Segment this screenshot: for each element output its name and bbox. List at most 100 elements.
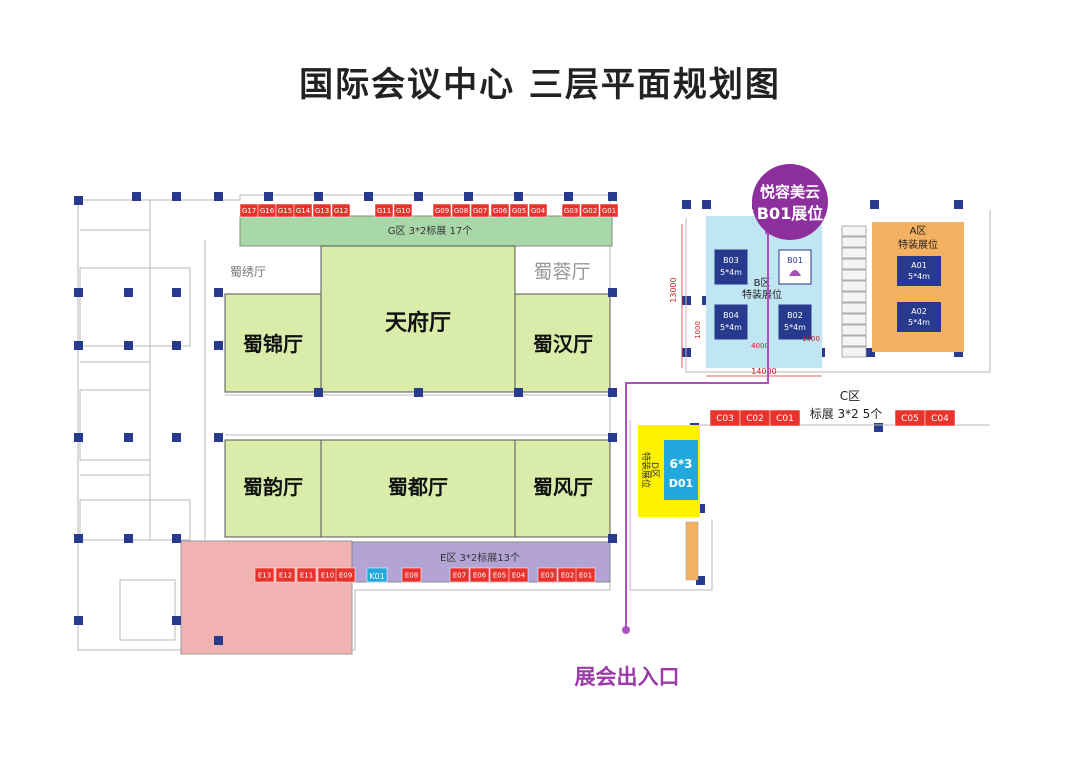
booth-c02-label: C02	[746, 414, 764, 424]
booth-e07[interactable]	[449, 567, 470, 583]
column-icon	[954, 200, 963, 209]
booth-e04-label: E04	[512, 572, 526, 580]
hall-shuyun[interactable]	[224, 439, 322, 538]
booth-e11[interactable]	[296, 567, 317, 583]
column-icon	[608, 192, 617, 201]
booth-e07-label: E07	[453, 572, 466, 580]
booth-g16-label: G16	[260, 207, 275, 215]
column-icon	[870, 200, 879, 209]
booth-a02-size: 5*4m	[908, 318, 930, 327]
booth-e03[interactable]	[537, 567, 558, 583]
hall-shuhan[interactable]	[514, 293, 611, 393]
booth-g08[interactable]	[451, 203, 471, 218]
booth-e08[interactable]	[401, 567, 422, 583]
booth-e12[interactable]	[275, 567, 296, 583]
hall-tianfu[interactable]	[320, 245, 516, 393]
booth-e01[interactable]	[575, 567, 596, 583]
booth-g11-label: G11	[377, 207, 391, 215]
column-icon	[682, 200, 691, 209]
hall-shudu[interactable]	[320, 439, 516, 538]
column-icon	[866, 348, 875, 357]
column-icon	[172, 616, 181, 625]
booth-b02-id: B02	[787, 311, 803, 320]
column-icon	[696, 576, 705, 585]
column-icon	[74, 341, 83, 350]
booth-g12[interactable]	[331, 203, 351, 218]
booth-b02[interactable]	[778, 304, 812, 340]
side-strip	[685, 521, 699, 581]
k01-booth[interactable]	[366, 567, 388, 583]
column-icon	[414, 388, 423, 397]
booth-g02-label: G02	[583, 207, 597, 215]
booth-e13-label: E13	[258, 572, 271, 580]
booth-e12-label: E12	[279, 572, 292, 580]
booth-b03-size: 5*4m	[720, 268, 742, 277]
booth-c04[interactable]	[924, 409, 956, 427]
booth-g10[interactable]	[393, 203, 413, 218]
booth-c05-label: C05	[901, 414, 919, 424]
booth-g12-label: G12	[334, 207, 348, 215]
booth-g04-label: G04	[531, 207, 546, 215]
column-icon	[874, 423, 883, 432]
booth-b04[interactable]	[714, 304, 748, 340]
column-icon	[608, 534, 617, 543]
booth-g09[interactable]	[432, 203, 452, 218]
pink-area	[180, 540, 353, 655]
booth-e04[interactable]	[508, 567, 529, 583]
booth-b03[interactable]	[714, 249, 748, 285]
booth-g06-label: G06	[493, 207, 508, 215]
hall-shujin[interactable]	[224, 293, 322, 393]
column-icon	[214, 192, 223, 201]
booth-g11[interactable]	[374, 203, 394, 218]
hall-shudu-label: 蜀都厅	[388, 475, 448, 499]
booth-g04[interactable]	[528, 203, 548, 218]
booth-g05[interactable]	[509, 203, 529, 218]
column-icon	[172, 341, 181, 350]
booth-g09-label: G09	[435, 207, 449, 215]
booth-c01[interactable]	[769, 409, 801, 427]
column-icon	[172, 288, 181, 297]
entrance-path	[625, 232, 769, 628]
booth-b01[interactable]	[778, 249, 812, 285]
booth-g13[interactable]	[312, 203, 332, 218]
booth-g07[interactable]	[470, 203, 490, 218]
column-icon	[414, 192, 423, 201]
booth-b01-id: B01	[787, 256, 803, 265]
column-icon	[214, 288, 223, 297]
zone-d-booth-size: 6*3	[670, 457, 693, 471]
booth-g01[interactable]	[599, 203, 619, 218]
hall-shuxiu-label: 蜀绣厅	[230, 265, 266, 279]
brand-logo-icon	[789, 270, 801, 276]
column-icon	[514, 192, 523, 201]
booth-e09[interactable]	[335, 567, 356, 583]
booth-g02[interactable]	[580, 203, 600, 218]
hall-shufeng[interactable]	[514, 439, 611, 538]
booth-e05-label: E05	[493, 572, 506, 580]
column-icon	[608, 388, 617, 397]
booth-e13[interactable]	[254, 567, 275, 583]
booth-g07-label: G07	[473, 207, 487, 215]
k01-label: K01	[369, 572, 384, 581]
column-icon	[74, 196, 83, 205]
booth-g13-label: G13	[315, 207, 329, 215]
hall-shufeng-label: 蜀风厅	[533, 475, 593, 499]
zone-d-booth-id: D01	[669, 477, 693, 490]
booth-g03[interactable]	[561, 203, 581, 218]
booth-e10-label: E10	[321, 572, 334, 580]
entrance-label: 展会出入口	[575, 665, 680, 689]
callout-bubble[interactable]	[752, 164, 828, 240]
booth-g14[interactable]	[293, 203, 313, 218]
zone-c-label: C区	[840, 389, 860, 403]
column-icon	[214, 433, 223, 442]
booth-a01-id: A01	[911, 261, 927, 270]
booth-a01[interactable]	[897, 256, 941, 286]
booth-a02[interactable]	[897, 302, 941, 332]
booth-e06[interactable]	[469, 567, 490, 583]
booth-g06[interactable]	[490, 203, 510, 218]
column-icon	[124, 341, 133, 350]
zone-d-booth[interactable]	[664, 440, 698, 500]
column-icon	[702, 200, 711, 209]
column-icon	[608, 433, 617, 442]
booth-b04-size: 5*4m	[720, 323, 742, 332]
booth-c01-label: C01	[776, 414, 794, 424]
